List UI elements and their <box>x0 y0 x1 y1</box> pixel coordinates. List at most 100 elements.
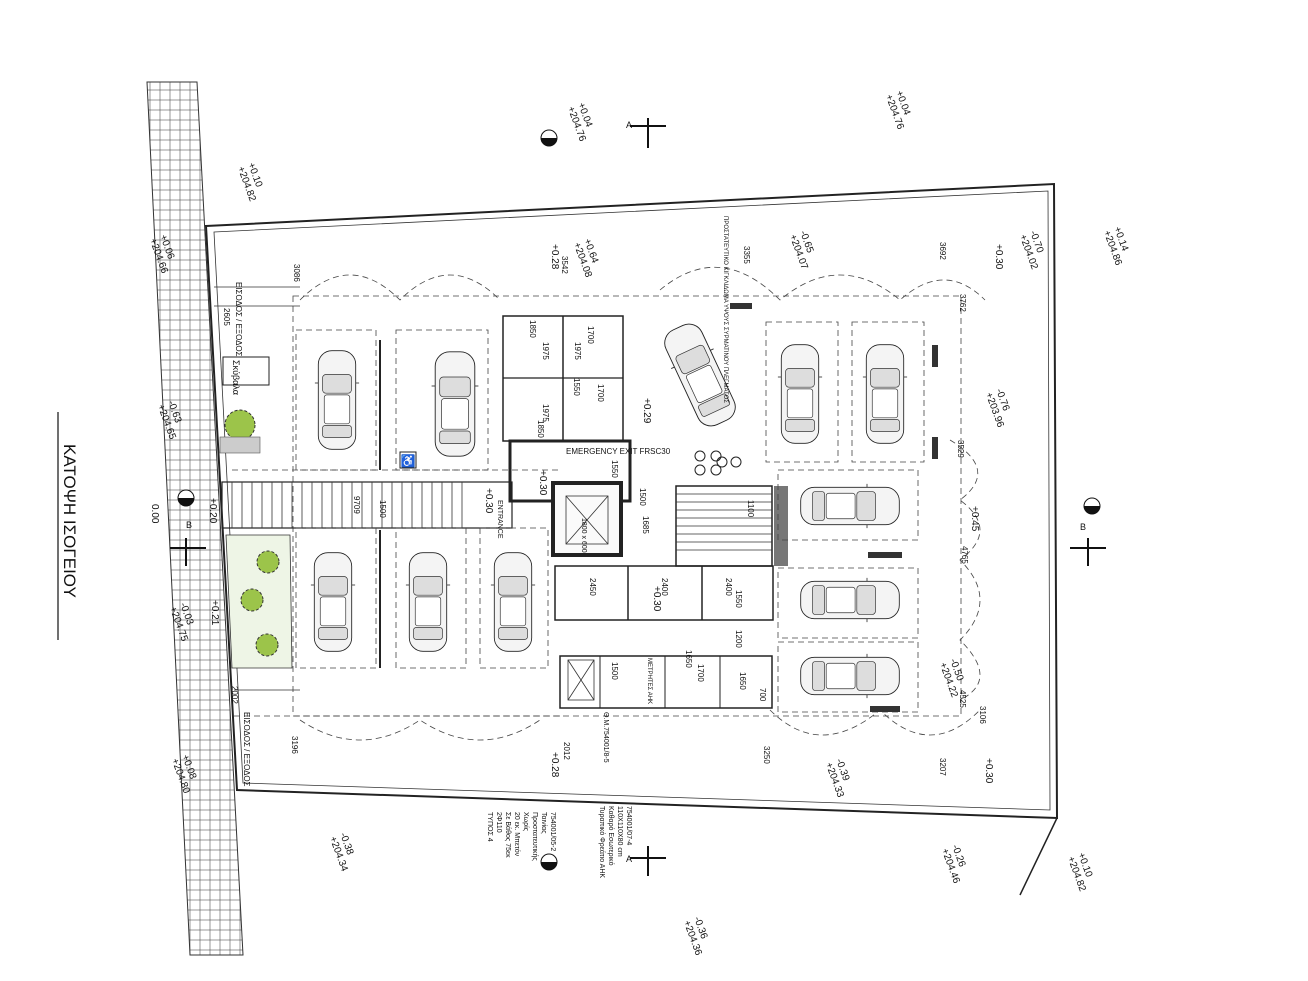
bins-label: Σκύβαλα <box>231 360 241 395</box>
car-5 <box>490 552 536 652</box>
svg-text:B: B <box>186 520 192 530</box>
sidewalk-strip <box>146 81 244 956</box>
svg-text:A: A <box>626 854 632 864</box>
dim-label: 1975 <box>573 342 582 360</box>
level-marker: +0.29 <box>641 398 652 424</box>
entrance-label: ENTRANCE <box>496 500 503 539</box>
parking-zone <box>292 295 962 717</box>
dim-label: 1685 <box>641 516 650 534</box>
level-marker: +0.30 <box>651 586 662 612</box>
entrance-exit-top-label: ΕΙΣΟΔΟΣ / ΕΞΟΔΟΣ <box>234 282 243 357</box>
svg-text:Προστατευτικής: Προστατευτικής <box>531 812 538 861</box>
level-marker: -0.65+204.07 <box>787 229 820 271</box>
gas-note: Τυραπικό Φρεάτιο ΑΗΚ Καθαρό Εσωτερικό 11… <box>598 806 632 878</box>
level-marker: -0.76+203.96 <box>983 387 1016 429</box>
section-marker-b-right: B <box>1070 497 1106 566</box>
svg-text:♿: ♿ <box>401 454 416 468</box>
car-11 <box>800 653 900 699</box>
dim-label: 3196 <box>290 736 299 754</box>
dim-label: 1700 <box>586 326 595 344</box>
svg-text:ΤΥΠΟΣ 4: ΤΥΠΟΣ 4 <box>486 812 493 842</box>
entrance-walkway <box>221 481 513 529</box>
dim-label: 2012 <box>562 742 571 760</box>
car-1 <box>314 350 360 450</box>
section-marker-b-left: B <box>170 489 206 566</box>
dim-label: 1650 <box>738 672 747 690</box>
dim-label: 2400 <box>660 578 669 596</box>
level-marker: +0.10+204.82 <box>235 161 268 203</box>
bicycle-icon <box>694 450 742 476</box>
dim-label: 4525 <box>958 690 967 708</box>
svg-text:754001/07-4: 754001/07-4 <box>625 806 632 845</box>
dim-label: 1700 <box>696 664 705 682</box>
level-marker: +0.28 <box>549 244 560 270</box>
car-3 <box>310 552 356 652</box>
level-marker: +0.14+204.86 <box>1101 225 1134 267</box>
svg-text:Τυραπικό Φρεάτιο ΑΗΚ: Τυραπικό Φρεάτιο ΑΗΚ <box>598 806 606 878</box>
level-marker: -0.70+204.02 <box>1017 229 1050 271</box>
svg-text:754001/05-2: 754001/05-2 <box>549 812 556 851</box>
dim-label: 1975 <box>541 342 550 360</box>
level-marker: +0.30 <box>993 244 1004 270</box>
level-marker: +0.30 <box>537 470 548 496</box>
dim-label: 1975 <box>541 404 550 422</box>
dim-label: 1200 <box>734 630 743 648</box>
level-marker: +0.21 <box>209 600 220 626</box>
dim-label: 2450 <box>588 578 597 596</box>
dim-label: 1550 <box>734 590 743 608</box>
wheelchair-icon: ♿ <box>399 451 417 469</box>
car-2 <box>431 351 479 457</box>
svg-text:A: A <box>626 120 632 130</box>
plan-title: ΚΑΤΟΨΗ ΙΣΟΓΕΙΟΥ <box>60 444 79 598</box>
svg-text:Καθαρό Εσωτερικό: Καθαρό Εσωτερικό <box>607 806 615 866</box>
dim-label: 1500 <box>378 500 387 518</box>
dim-label: 3529 <box>956 440 965 458</box>
level-marker: +0.04+204.76 <box>883 89 916 131</box>
dim-label: 1650 <box>684 650 693 668</box>
dim-label: 700 <box>758 688 767 702</box>
elevator-shaft <box>551 481 623 557</box>
tree-icon <box>224 409 280 657</box>
elevator-dims-label: 1800 x 600 <box>580 518 587 553</box>
meters-label: ΜΕΤΡΗΤΕΣ ΑΗΚ <box>646 658 652 704</box>
level-marker: +0.28 <box>549 752 560 778</box>
svg-text:Ταινίας: Ταινίας <box>540 812 548 834</box>
level-marker: -0.39+204.33 <box>823 757 856 799</box>
emergency-exit-label: EMERGENCY EXIT FRSC30 <box>566 447 671 456</box>
dim-label: 3355 <box>742 246 751 264</box>
svg-text:B: B <box>1080 522 1086 532</box>
dim-label: 2605 <box>222 308 231 326</box>
svg-text:20 εκ. Μπετόν: 20 εκ. Μπετόν <box>513 812 521 857</box>
level-marker: +0.20 <box>207 498 218 524</box>
meter-note: Θ.Μ.754001/8-5 <box>602 712 609 763</box>
level-marker: +0.04+204.76 <box>565 101 598 143</box>
svg-text:Σε Βάθος 75εκ: Σε Βάθος 75εκ <box>504 812 512 858</box>
level-marker: +0.64+204.08 <box>571 237 604 279</box>
car-8 <box>862 344 908 444</box>
dim-label: 3692 <box>938 242 947 260</box>
level-marker: +0.45 <box>969 506 980 532</box>
level-marker: -0.26+204.46 <box>939 843 972 885</box>
svg-text:2Φ110: 2Φ110 <box>495 812 502 833</box>
car-9 <box>800 483 900 529</box>
dim-label: 3086 <box>292 264 301 282</box>
dim-label: 1500 <box>638 488 647 506</box>
dim-label: 2002 <box>230 686 239 704</box>
section-marker-a-bottom: A <box>540 846 666 876</box>
dim-label: 3762 <box>958 294 967 312</box>
level-marker: -0.36+204.36 <box>681 915 714 957</box>
dim-label: 1850 <box>536 420 545 438</box>
dim-label: 1550 <box>572 378 581 396</box>
type-note: ΤΥΠΟΣ 4 2Φ110 Σε Βάθος 75εκ 20 εκ. Μπετό… <box>486 812 556 861</box>
level-marker: +0.10+204.82 <box>1065 851 1098 893</box>
dim-label: 1700 <box>596 384 605 402</box>
level-marker: +0.30 <box>983 758 994 784</box>
dim-label: 1500 <box>610 662 619 680</box>
bins-box <box>222 356 270 386</box>
hedge-note: ΠΡΟΣΤΑΤΕΥΤΙΚΟ ΚΙΓΚΛΙΔΩΜΑ ΥΨΟΥΣ ΣΥΡΜΑΤΙΝΟ… <box>722 216 728 403</box>
level-marker: +0.30 <box>483 488 494 514</box>
dim-label: 1850 <box>528 320 537 338</box>
svg-text:110Χ110Χ80 cm: 110Χ110Χ80 cm <box>616 806 623 857</box>
entrance-exit-bottom-label: ΕΙΣΟΔΟΣ / ΕΞΟΔΟΣ <box>242 712 251 787</box>
dim-label: 1100 <box>746 500 755 518</box>
